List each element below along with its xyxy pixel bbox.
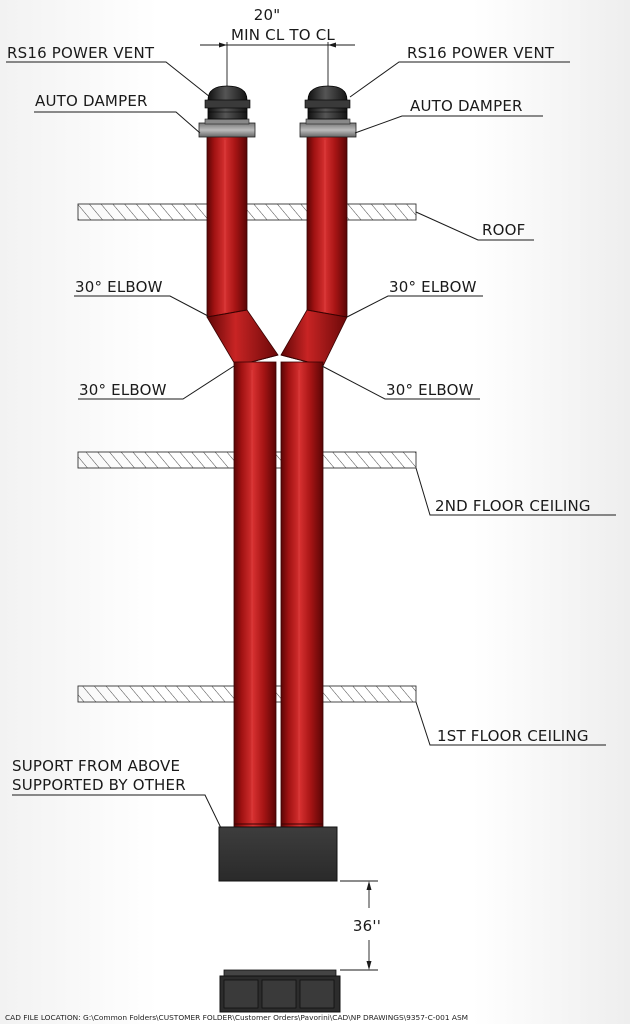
dimension-top-text: MIN CL TO CL [231, 26, 335, 44]
leader-lines [6, 61, 616, 829]
label-power-vent-right: RS16 POWER VENT [407, 44, 555, 62]
label-elbow-lower-left: 30° ELBOW [79, 381, 167, 399]
label-second-floor-ceiling: 2ND FLOOR CEILING [435, 497, 591, 515]
dimension-top-value: 20" [254, 6, 281, 24]
label-auto-damper-right: AUTO DAMPER [410, 97, 523, 115]
power-vent-left-part [204, 85, 251, 120]
label-support-line1: SUPORT FROM ABOVE [12, 757, 180, 775]
auto-damper-right-part [299, 118, 357, 138]
bottom-unit [219, 969, 341, 1013]
support-box [218, 826, 338, 882]
auto-damper-left-part [198, 118, 256, 138]
cad-file-location: CAD FILE LOCATION: G:\Common Folders\CUS… [5, 1013, 468, 1022]
label-support-line2: SUPPORTED BY OTHER [12, 776, 186, 794]
label-roof: ROOF [482, 221, 525, 239]
bottom-dimension: 36'' [340, 880, 381, 971]
label-elbow-upper-right: 30° ELBOW [389, 278, 477, 296]
label-first-floor-ceiling: 1ST FLOOR CEILING [437, 727, 589, 745]
label-auto-damper-left: AUTO DAMPER [35, 92, 148, 110]
right-vent-pipe [280, 133, 348, 829]
dimension-bottom-value: 36'' [353, 917, 381, 935]
label-elbow-lower-right: 30° ELBOW [386, 381, 474, 399]
labels: RS16 POWER VENT RS16 POWER VENT AUTO DAM… [7, 44, 591, 794]
label-power-vent-left: RS16 POWER VENT [7, 44, 155, 62]
top-dimension: 20" MIN CL TO CL [200, 6, 355, 86]
label-elbow-upper-left: 30° ELBOW [75, 278, 163, 296]
left-vent-pipe [206, 133, 279, 829]
power-vent-right-part [304, 85, 351, 120]
